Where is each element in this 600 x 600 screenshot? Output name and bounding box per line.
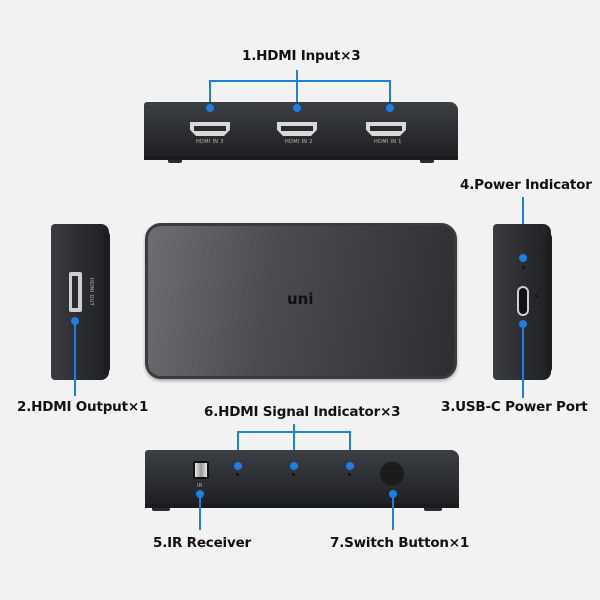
leader-line: [349, 431, 351, 466]
hdmi-in-2-label: HDMI IN 2: [285, 139, 313, 145]
hdmi-out-port: [69, 272, 82, 312]
leader-line: [237, 431, 239, 466]
marker-dot: [386, 104, 394, 112]
marker-dot: [519, 254, 527, 262]
hdmi-in-1-port: [366, 122, 406, 136]
marker-dot: [206, 104, 214, 112]
marker-dot: [346, 462, 354, 470]
leader-line: [237, 431, 351, 433]
signal-led-2: [292, 473, 295, 476]
hdmi-in-3-label: HDMI IN 3: [196, 139, 224, 145]
usb-c-port: [517, 286, 529, 316]
device-top-view: [145, 223, 457, 379]
label-hdmi-output: 2.HDMI Output×1: [17, 399, 149, 415]
ir-label: IR: [197, 483, 203, 489]
label-switch-button: 7.Switch Button×1: [330, 535, 470, 551]
marker-dot: [290, 462, 298, 470]
switch-button[interactable]: [379, 461, 405, 487]
marker-dot: [293, 104, 301, 112]
hdmi-in-2-port: [277, 122, 317, 136]
leader-line: [209, 80, 211, 107]
label-power-indicator: 4.Power Indicator: [460, 177, 592, 193]
power-indicator-led: [522, 266, 525, 269]
lightning-icon: ⚡: [533, 292, 541, 303]
signal-led-1: [236, 473, 239, 476]
marker-dot: [234, 462, 242, 470]
leader-line: [392, 494, 394, 530]
leader-line: [522, 324, 524, 398]
leader-line: [199, 494, 201, 530]
label-ir-receiver: 5.IR Receiver: [153, 535, 251, 551]
leader-line: [296, 70, 298, 106]
signal-led-3: [348, 473, 351, 476]
hdmi-in-3-port: [190, 122, 230, 136]
label-usb-c-power: 3.USB-C Power Port: [441, 399, 588, 415]
hdmi-out-label: HDMI OUT: [88, 278, 94, 307]
hdmi-in-1-label: HDMI IN 1: [374, 139, 402, 145]
leader-line: [209, 80, 391, 82]
ir-receiver-window: [193, 461, 209, 479]
brand-logo: uni: [287, 290, 314, 308]
label-signal-indicator: 6.HDMI Signal Indicator×3: [204, 404, 401, 420]
leader-line: [389, 80, 391, 107]
leader-line: [74, 320, 76, 396]
label-hdmi-input: 1.HDMI Input×3: [242, 48, 361, 64]
leader-line: [293, 424, 295, 466]
